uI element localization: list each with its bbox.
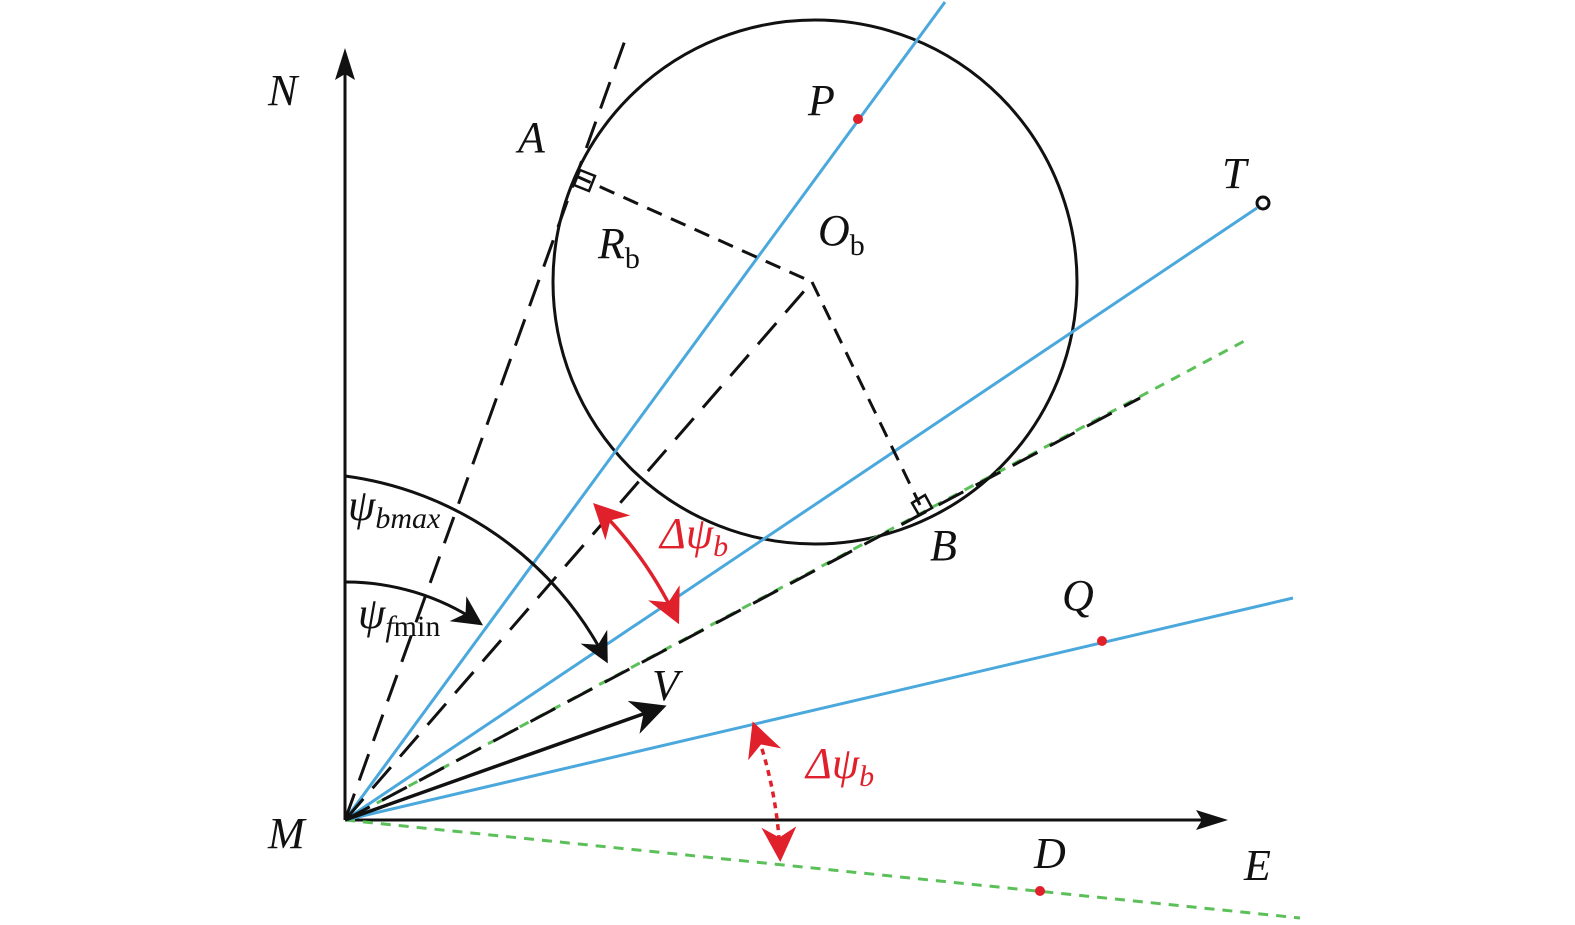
blue-line-to-Q (344, 596, 1294, 822)
blue-line-to-P (343, 1, 947, 821)
delta-psi-lower-label: Δψb (804, 739, 874, 793)
obstacle-circle (551, 18, 1079, 546)
point-D-label: D (1033, 829, 1066, 878)
delta-psi-upper-label: Δψb (658, 509, 728, 563)
point-D-dot (1035, 886, 1045, 896)
point-T-label: T (1222, 149, 1250, 198)
dashed-radius-B (810, 281, 922, 506)
right-angle-marker-B (910, 493, 934, 517)
dashed-center-line (343, 289, 807, 821)
psi-bmax-label: ψbmax (348, 481, 441, 535)
north-label: N (267, 66, 300, 115)
velocity-label: V (652, 661, 684, 710)
delta-psi-upper-arc (593, 503, 680, 625)
point-B-label: B (930, 521, 957, 570)
east-label: E (1243, 841, 1271, 890)
point-A-label: A (515, 113, 546, 162)
point-T-marker (1255, 195, 1271, 211)
point-P-dot (853, 114, 863, 124)
dashed-radius-A (575, 174, 813, 284)
velocity-vector (344, 700, 667, 822)
green-dashed-lower (344, 818, 1301, 920)
radius-label: Rb (597, 219, 640, 275)
dashed-tangent-B (344, 396, 1141, 822)
delta-psi-lower-arc (748, 721, 797, 862)
north-axis-arrowhead (335, 48, 355, 80)
psi-fmin-label: ψfmin (358, 589, 440, 643)
point-P-label: P (807, 76, 835, 125)
psi-bmax-arc (344, 474, 608, 664)
dashed-tangent-A (343, 31, 630, 821)
right-angle-marker-A (572, 168, 597, 193)
blue-line-to-T (344, 206, 1258, 822)
east-axis-arrowhead (1196, 810, 1228, 830)
point-Q-dot (1097, 636, 1107, 646)
point-Q-label: Q (1062, 571, 1094, 620)
origin-label: M (267, 809, 307, 858)
center-label: Ob (818, 206, 865, 262)
psi-fmin-arc (344, 580, 483, 626)
